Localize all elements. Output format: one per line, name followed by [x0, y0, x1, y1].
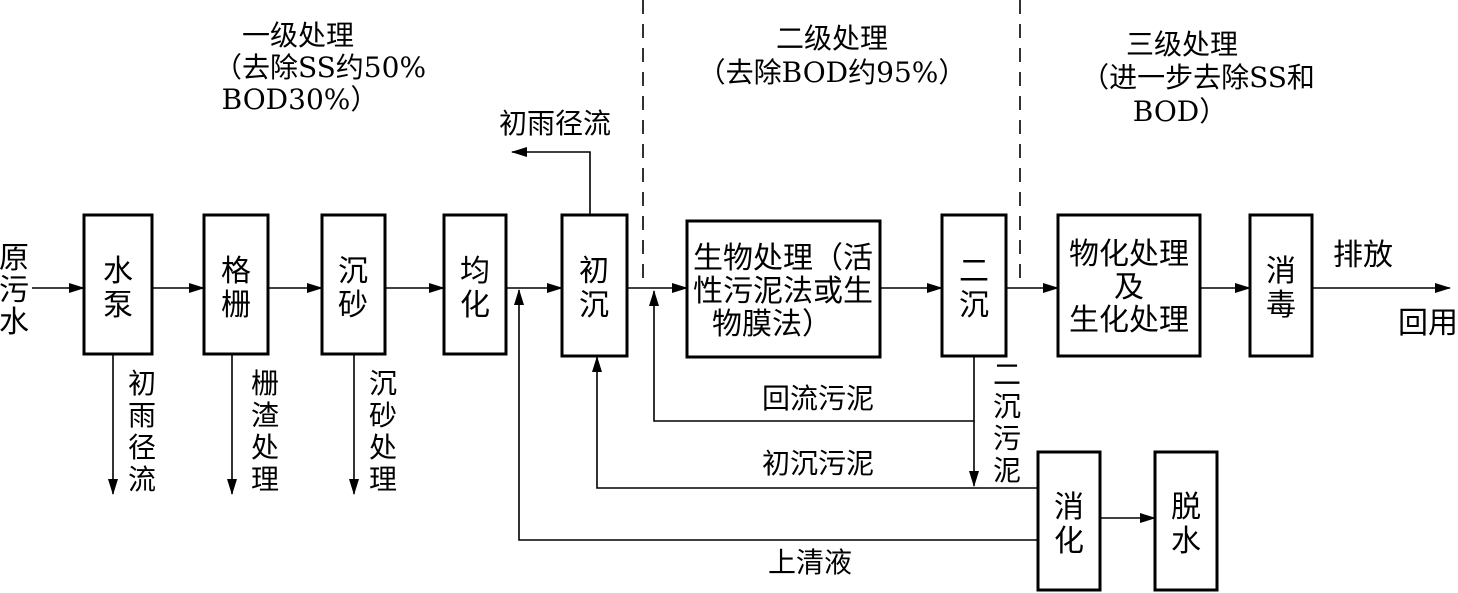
side-char: 初 [128, 367, 156, 400]
box-line: 生物处理（活 [693, 241, 873, 276]
box-char: 栅 [221, 288, 251, 323]
side-char: 理 [251, 463, 279, 496]
input-char-1: 原 [0, 241, 29, 276]
stage-tertiary-note-1: （进一步去除SS和 [1081, 61, 1315, 94]
box-line: 生化处理 [1069, 303, 1189, 338]
side-char: 理 [369, 463, 397, 496]
stage-primary-note-2: BOD30%） [222, 83, 379, 116]
side-label-grit-out: 沉 砂 处 理 [369, 367, 397, 496]
box-char: 化 [460, 288, 490, 323]
side-char: 雨 [128, 399, 156, 432]
side-char: 径 [128, 431, 156, 464]
stage-primary-heading: 一级处理 （去除SS约50% BOD30%） [214, 19, 426, 116]
side-char: 泥 [993, 454, 1021, 487]
box-secondary-settling: 二 沉 [940, 213, 1008, 358]
box-char: 砂 [338, 288, 368, 323]
box-char: 水 [1171, 524, 1201, 559]
box-char: 毒 [1266, 288, 1296, 323]
box-char: 沉 [959, 288, 989, 323]
label-return-sludge: 回流污泥 [762, 382, 874, 415]
box-physchem-treatment: 物化处理 及 生化处理 [1056, 213, 1202, 358]
stage-secondary-title: 二级处理 [776, 22, 888, 55]
side-char: 沉 [369, 367, 397, 400]
supernatant-line [514, 289, 1038, 541]
box-char: 格 [221, 254, 251, 289]
label-primary-sludge: 初沉污泥 [762, 447, 874, 480]
box-primary-settling: 初 沉 [560, 213, 629, 358]
box-line: 物化处理 [1069, 237, 1189, 272]
side-char: 二 [993, 358, 1021, 391]
side-char: 处 [251, 431, 279, 464]
side-char: 处 [369, 431, 397, 464]
box-disinfection: 消 毒 [1248, 213, 1314, 358]
box-char: 消 [1266, 254, 1296, 289]
side-label-secondary-sludge: 二 沉 污 泥 [993, 358, 1021, 487]
stage-secondary-heading: 二级处理 （去除BOD约95%） [698, 22, 967, 89]
stage-tertiary-title: 三级处理 [1126, 28, 1238, 61]
side-label-pump-out: 初 雨 径 流 [128, 367, 156, 496]
box-char: 均 [460, 254, 490, 289]
stage-tertiary-note-2: BOD） [1133, 95, 1228, 128]
input-char-2: 污 [0, 273, 29, 308]
box-char: 水 [103, 254, 133, 289]
box-char: 泵 [103, 288, 133, 323]
box-line: 性污泥法或生 [693, 274, 873, 309]
side-label-screen-out: 栅 渣 处 理 [251, 367, 279, 496]
box-grit: 沉 砂 [320, 213, 387, 356]
side-char: 渣 [251, 399, 279, 432]
box-char: 沉 [579, 288, 609, 323]
side-char: 流 [128, 463, 156, 496]
box-char: 沉 [338, 254, 368, 289]
box-biological-treatment: 生物处理（活 性污泥法或生 物膜法） [685, 219, 882, 359]
box-equalization: 均 化 [442, 213, 508, 356]
box-char: 初 [579, 254, 609, 289]
box-char: 消 [1054, 490, 1084, 525]
side-char: 砂 [369, 399, 397, 432]
side-char: 污 [993, 422, 1021, 455]
stage-primary-note-1: （去除SS约50% [214, 51, 426, 84]
box-pump: 水 泵 [82, 213, 154, 356]
box-line: 及 [1114, 270, 1144, 305]
input-char-3: 水 [0, 305, 29, 340]
input-raw-sewage: 原 污 水 [0, 241, 29, 340]
label-reuse: 回用 [1398, 306, 1458, 341]
return-sludge-line [649, 290, 975, 422]
box-char: 化 [1054, 524, 1084, 559]
side-char: 沉 [993, 390, 1021, 423]
box-screen: 格 栅 [202, 213, 270, 356]
label-first-rain-top: 初雨径流 [499, 107, 611, 140]
box-dewatering: 脱 水 [1153, 450, 1219, 592]
box-char: 脱 [1171, 490, 1201, 525]
side-char: 栅 [251, 367, 279, 400]
stage-tertiary-heading: 三级处理 （进一步去除SS和 BOD） [1081, 28, 1315, 128]
stage-primary-title: 一级处理 [242, 19, 354, 52]
box-char: 二 [959, 254, 989, 289]
bypass-arrow-first-rain [511, 147, 591, 215]
primary-sludge-line [592, 356, 1038, 489]
box-line: 物膜法） [712, 307, 832, 342]
stage-secondary-note: （去除BOD约95%） [698, 56, 967, 89]
box-digestion: 消 化 [1036, 450, 1102, 592]
label-supernatant: 上清液 [768, 546, 852, 579]
label-discharge: 排放 [1333, 238, 1393, 273]
